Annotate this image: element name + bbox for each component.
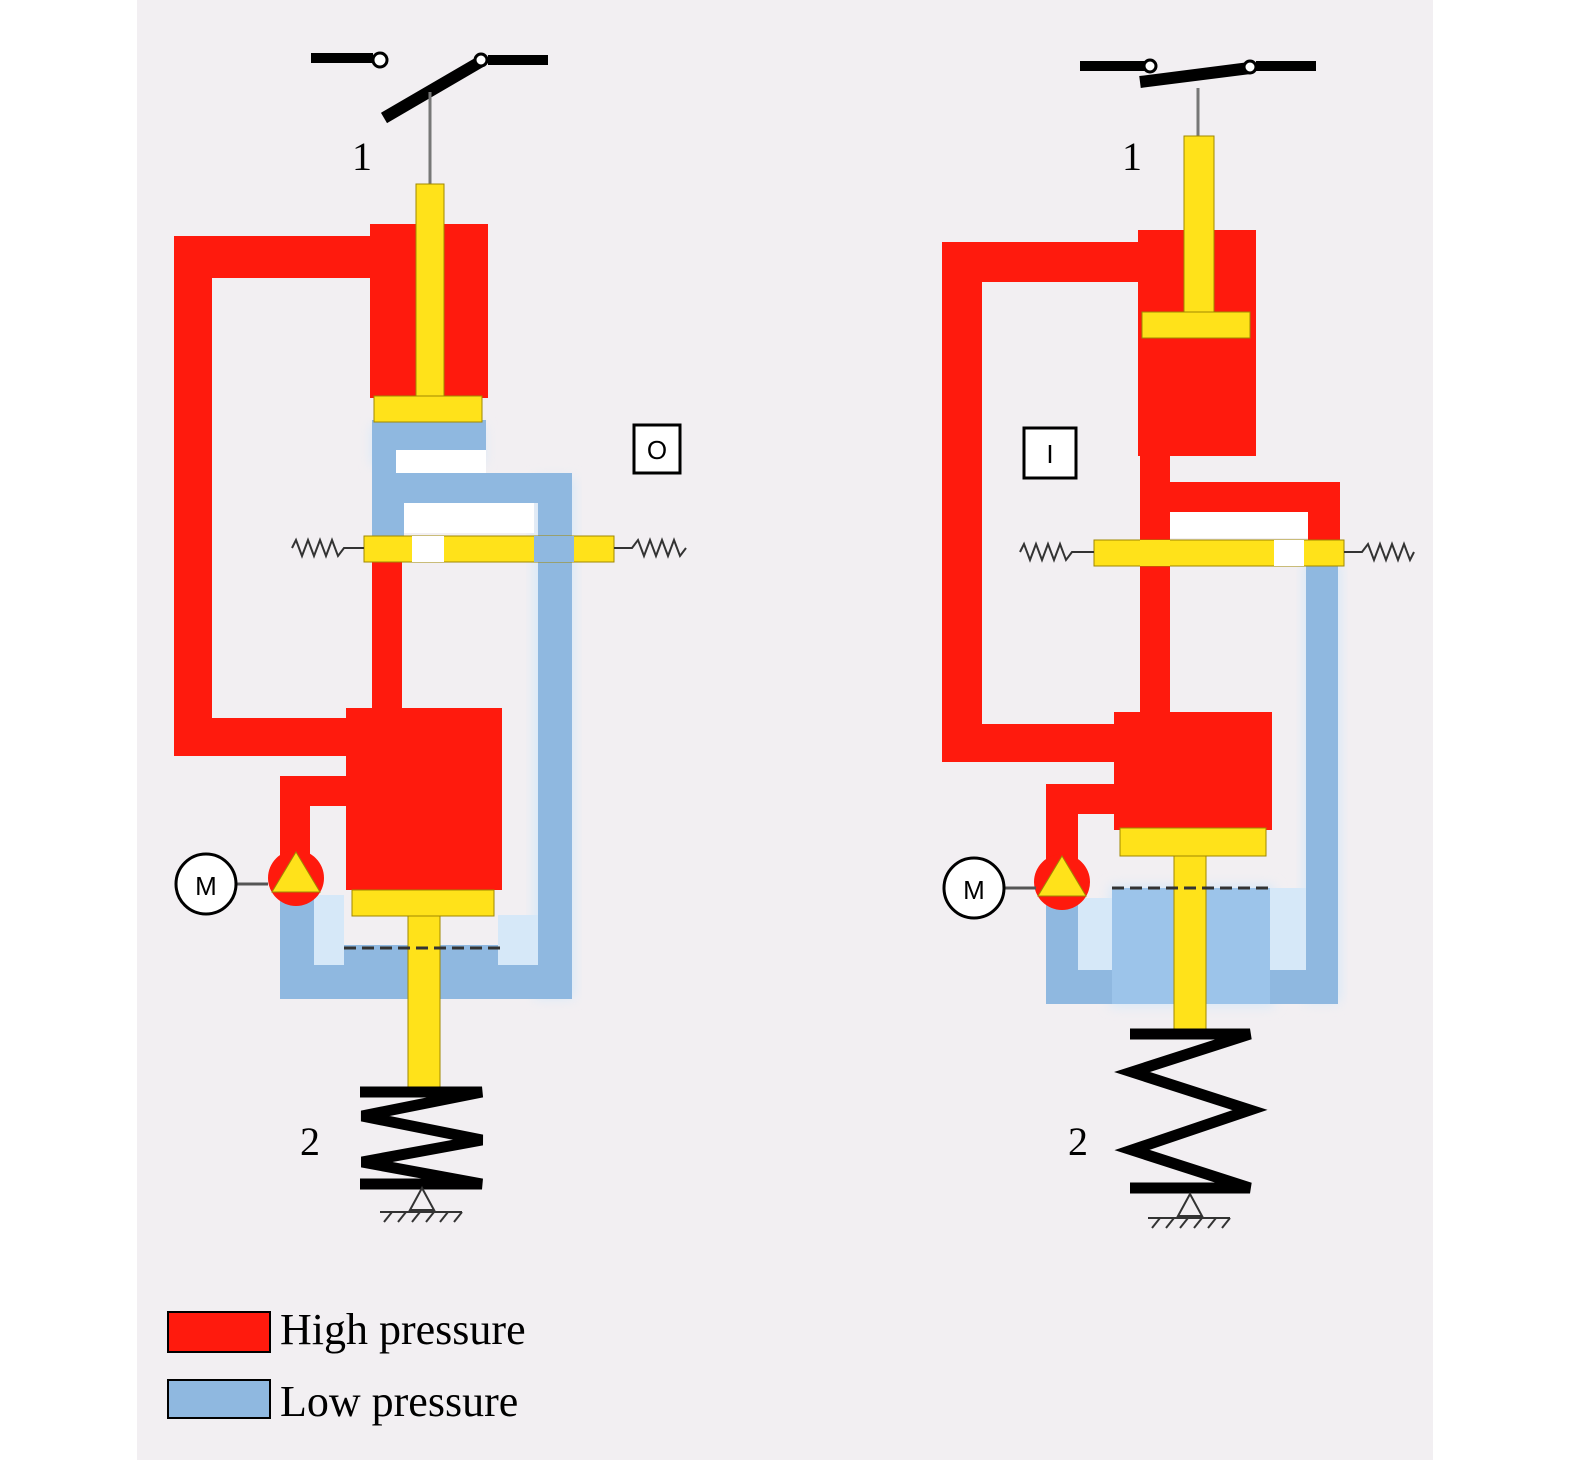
lower-piston-rod: [1173, 855, 1207, 1033]
upper-piston-head: [1141, 311, 1251, 339]
upper-piston-rod: [1183, 135, 1215, 317]
motor-icon: M: [942, 856, 1006, 920]
switch-number-label: 1: [352, 134, 372, 179]
valve-spring-icon: [291, 537, 687, 559]
state-indicator-label: I: [1046, 439, 1053, 469]
left-moving-parts: [344, 183, 615, 1093]
legend-low-swatch: [167, 1379, 271, 1419]
legend-high-label: High pressure: [280, 1305, 526, 1354]
spool-valve: [1093, 539, 1345, 567]
main-spring-icon: [1114, 1028, 1268, 1194]
switch-lever-icon: [311, 51, 548, 185]
legend: High pressure Low pressure: [167, 1305, 526, 1426]
lower-piston-rod: [407, 915, 441, 1093]
switch-lever-icon: [1080, 58, 1316, 136]
spring-number-label: 2: [300, 1119, 320, 1164]
switch-number-label: 1: [1122, 134, 1142, 179]
motor-label: M: [963, 875, 985, 905]
lower-piston-head: [1119, 827, 1267, 857]
state-indicator-box: [632, 423, 682, 475]
left-mechanism: 1: [174, 51, 687, 1223]
ground-anchor-icon: [1148, 1191, 1231, 1229]
state-indicator-box: [1022, 426, 1078, 480]
main-spring-icon: [360, 1086, 484, 1190]
motor-icon: M: [174, 852, 238, 916]
pump-icon: [268, 850, 324, 906]
spool-valve: [363, 535, 615, 563]
spring-number-label: 2: [1068, 1119, 1088, 1164]
lower-piston-head: [351, 889, 495, 917]
state-indicator-label: O: [647, 435, 667, 465]
right-mechanism: 1: [942, 58, 1415, 1229]
ground-anchor-icon: [380, 1185, 463, 1223]
pump-icon: [1034, 854, 1090, 910]
upper-piston-head: [373, 395, 483, 423]
legend-low-label: Low pressure: [280, 1377, 518, 1426]
legend-high-swatch: [167, 1311, 271, 1353]
upper-piston-rod: [415, 183, 445, 399]
valve-spring-icon: [1019, 541, 1415, 563]
motor-label: M: [195, 871, 217, 901]
